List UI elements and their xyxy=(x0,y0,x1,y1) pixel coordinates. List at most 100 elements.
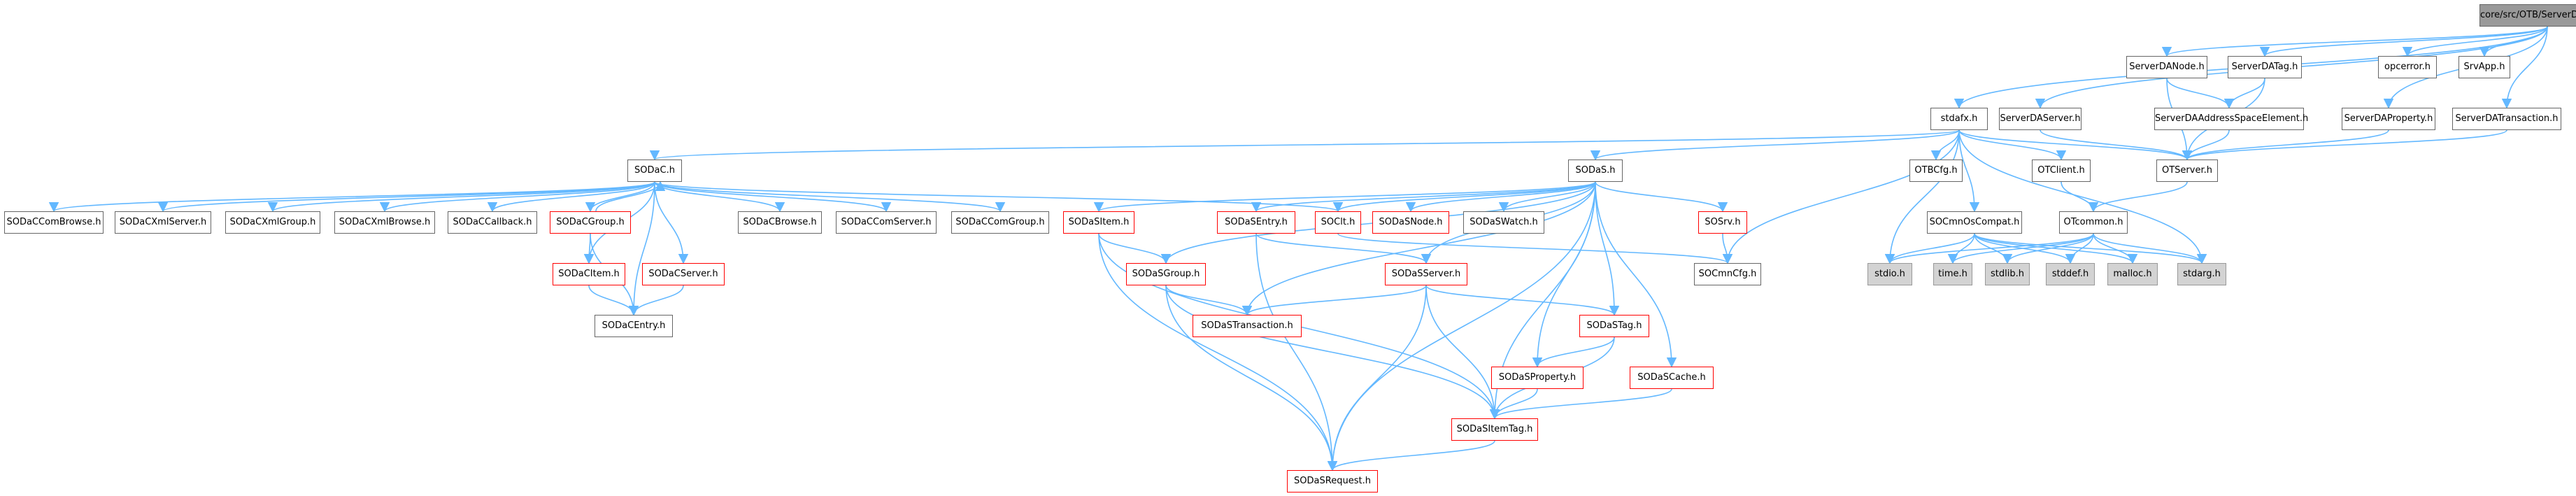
edge-sodasserver-to-sodasitemtag xyxy=(1425,285,1500,420)
edge-stdafx-to-otclient xyxy=(1958,129,2067,161)
edge-sodas-to-sosrv xyxy=(1595,181,1728,213)
edge-sodas-to-soclt xyxy=(1333,181,1596,213)
edge-sodasitem-to-sodasgroup xyxy=(1098,233,1172,264)
node-sodasgroup-h[interactable]: SODaSGroup.h xyxy=(1126,263,1206,285)
node-sodasrequest-h[interactable]: SODaSRequest.h xyxy=(1287,470,1378,493)
node-srvapp-h[interactable]: SrvApp.h xyxy=(2458,56,2510,78)
edge-stdafx-to-sodac xyxy=(650,129,1960,161)
node-otclient-h[interactable]: OTClient.h xyxy=(2032,160,2091,182)
edge-sodacgroup-to-sodac xyxy=(595,180,666,212)
edge-sodac-to-sodaccombrowse xyxy=(49,181,655,213)
node-sodasproperty-h[interactable]: SODaSProperty.h xyxy=(1491,367,1584,389)
node-stdafx-h[interactable]: stdafx.h xyxy=(1930,108,1988,130)
edge-stdafx-to-stdio xyxy=(1884,129,1960,264)
edge-sodasserver-to-sodastag xyxy=(1425,285,1620,316)
node-otcommon-h[interactable]: OTcommon.h xyxy=(2059,211,2128,234)
node-sodacbrowse-h[interactable]: SODaCBrowse.h xyxy=(738,211,822,234)
edge-sodasgroup-to-sodasitemtag xyxy=(1165,285,1500,420)
node-opcerror-h[interactable]: opcerror.h xyxy=(2378,56,2437,78)
node-otserver-h[interactable]: OTServer.h xyxy=(2156,160,2218,182)
edge-sodasgroup-to-sodastransaction xyxy=(1165,285,1253,316)
edge-sodasitemtag-to-sodasrequest xyxy=(1327,440,1495,472)
edge-sodasserver-to-sodasrequest xyxy=(1327,285,1427,472)
edge-socmnoscompat-to-malloc xyxy=(1974,233,2138,264)
node-stdio-h: stdio.h xyxy=(1867,263,1912,285)
edge-sodas-to-sodasentry xyxy=(1251,181,1596,213)
node-sodacxmlbrowse-h[interactable]: SODaCXmlBrowse.h xyxy=(334,211,435,234)
node-sodasitemtag-h[interactable]: SODaSItemTag.h xyxy=(1451,418,1538,441)
node-sodas-h[interactable]: SODaS.h xyxy=(1568,160,1623,182)
node-sodacxmlgroup-h[interactable]: SODaCXmlGroup.h xyxy=(225,211,320,234)
edge-sodas-to-sodaswatch xyxy=(1498,181,1596,213)
edge-otclient-to-otcommon xyxy=(2061,181,2099,213)
edge-serverdaproperty-to-otserver xyxy=(2182,129,2389,161)
edge-sodac-to-sodaccomgroup xyxy=(654,181,1005,213)
node-sodac-h[interactable]: SODaC.h xyxy=(627,160,682,182)
node-serverdanode-h[interactable]: ServerDANode.h xyxy=(2126,56,2207,78)
node-sodacitem-h[interactable]: SODaCItem.h xyxy=(553,263,625,285)
node-serverdaproperty-h[interactable]: ServerDAProperty.h xyxy=(2342,108,2435,130)
node-sodastransaction-h[interactable]: SODaSTransaction.h xyxy=(1193,315,1302,337)
edge-sodac-to-sodacentry xyxy=(628,181,655,316)
edge-sodas-to-sodasrequest xyxy=(1327,181,1596,472)
node-sodaccombrowse-h[interactable]: SODaCComBrowse.h xyxy=(4,211,104,234)
edge-serverdaserver-to-otserver xyxy=(2040,129,2193,161)
edge-stdafx-to-otserver xyxy=(1958,129,2192,161)
node-sodacgroup-h[interactable]: SODaCGroup.h xyxy=(550,211,631,234)
edge-sodasentry-to-sodasserver xyxy=(1255,233,1432,264)
edge-root-to-serverdatransaction xyxy=(2501,26,2548,109)
edge-sodas-to-sodastag xyxy=(1595,181,1620,316)
edge-serverdatransaction-to-otserver xyxy=(2182,129,2507,161)
node-sodacentry-h[interactable]: SODaCEntry.h xyxy=(595,315,673,337)
edge-sodac-to-sodaccomserver xyxy=(654,181,891,213)
edge-serverdatag-to-serverdaaddrspace xyxy=(2223,78,2265,109)
node-sodaswatch-h[interactable]: SODaSWatch.h xyxy=(1463,211,1544,234)
edge-root-to-serverdanode xyxy=(2162,26,2548,57)
edge-sodasentry-to-sodasrequest xyxy=(1255,233,1338,472)
edge-sodac-to-sodacbrowse xyxy=(654,181,785,213)
edge-socmnoscompat-to-stdio xyxy=(1884,233,1975,264)
edge-stdafx-to-sodas xyxy=(1591,129,1960,161)
node-otbcfg-h[interactable]: OTBCfg.h xyxy=(1909,160,1963,182)
node-sodasentry-h[interactable]: SODaSEntry.h xyxy=(1217,211,1295,234)
node-soclt-h[interactable]: SOClt.h xyxy=(1315,211,1361,234)
edge-sodac-to-sodacgroup xyxy=(585,181,655,213)
node-stddef-h: stddef.h xyxy=(2046,263,2095,285)
node-sosrv-h[interactable]: SOSrv.h xyxy=(1698,211,1747,234)
edge-sodac-to-sodacxmlserver xyxy=(158,181,655,213)
node-serverdatransaction-h[interactable]: ServerDATransaction.h xyxy=(2452,108,2561,130)
edge-sodas-to-sodascache xyxy=(1595,181,1677,368)
node-serverdaaddressspaceelement-h[interactable]: ServerDAAddressSpaceElement.h xyxy=(2154,108,2308,130)
edge-sodac-to-sodacxmlgroup xyxy=(268,181,655,213)
node-sodasserver-h[interactable]: SODaSServer.h xyxy=(1385,263,1467,285)
node-serverdatag-h[interactable]: ServerDATag.h xyxy=(2228,56,2302,78)
edge-sodac-to-soclt xyxy=(654,181,1343,213)
edge-otcommon-to-stdarg xyxy=(2093,233,2207,264)
node-sodacxmlserver-h[interactable]: SODaCXmlServer.h xyxy=(115,211,211,234)
node-sodaccallback-h[interactable]: SODaCCallback.h xyxy=(448,211,537,234)
edge-sodastag-to-sodasproperty xyxy=(1532,336,1615,368)
edge-sodacserver-to-sodacentry xyxy=(628,285,684,316)
node-socmnoscompat-h[interactable]: SOCmnOsCompat.h xyxy=(1927,211,2022,234)
node-stdarg-h: stdarg.h xyxy=(2177,263,2226,285)
edge-serverdanode-to-serverdaaddrspace xyxy=(2166,78,2235,109)
node-sodacserver-h[interactable]: SODaCServer.h xyxy=(642,263,725,285)
node-sodastag-h[interactable]: SODaSTag.h xyxy=(1579,315,1649,337)
edge-socmnoscompat-to-time xyxy=(1947,233,1975,264)
node-socmncfg-h[interactable]: SOCmnCfg.h xyxy=(1694,263,1761,285)
node-sodasitem-h[interactable]: SODaSItem.h xyxy=(1063,211,1134,234)
node-time-h: time.h xyxy=(1933,263,1972,285)
edge-stdafx-to-socmncfg xyxy=(1722,129,1960,264)
node-sodascache-h[interactable]: SODaSCache.h xyxy=(1630,367,1714,389)
node-sodaccomgroup-h[interactable]: SODaCComGroup.h xyxy=(951,211,1049,234)
edge-sodac-to-sodaccallback xyxy=(487,181,655,213)
node-stdlib-h: stdlib.h xyxy=(1985,263,2030,285)
edge-sodasserver-to-sodastransaction xyxy=(1241,285,1427,316)
node-sodaccomserver-h[interactable]: SODaCComServer.h xyxy=(836,211,937,234)
edge-root-to-serverdatag xyxy=(2260,26,2548,57)
node-serverdaserver-h[interactable]: ServerDAServer.h xyxy=(1999,108,2082,130)
edge-sodascache-to-sodasitemtag xyxy=(1489,388,1672,420)
edge-otserver-to-otcommon xyxy=(2088,181,2188,213)
node-sodasnode-h[interactable]: SODaSNode.h xyxy=(1372,211,1449,234)
edge-sodas-to-sodastransaction xyxy=(1241,181,1596,316)
